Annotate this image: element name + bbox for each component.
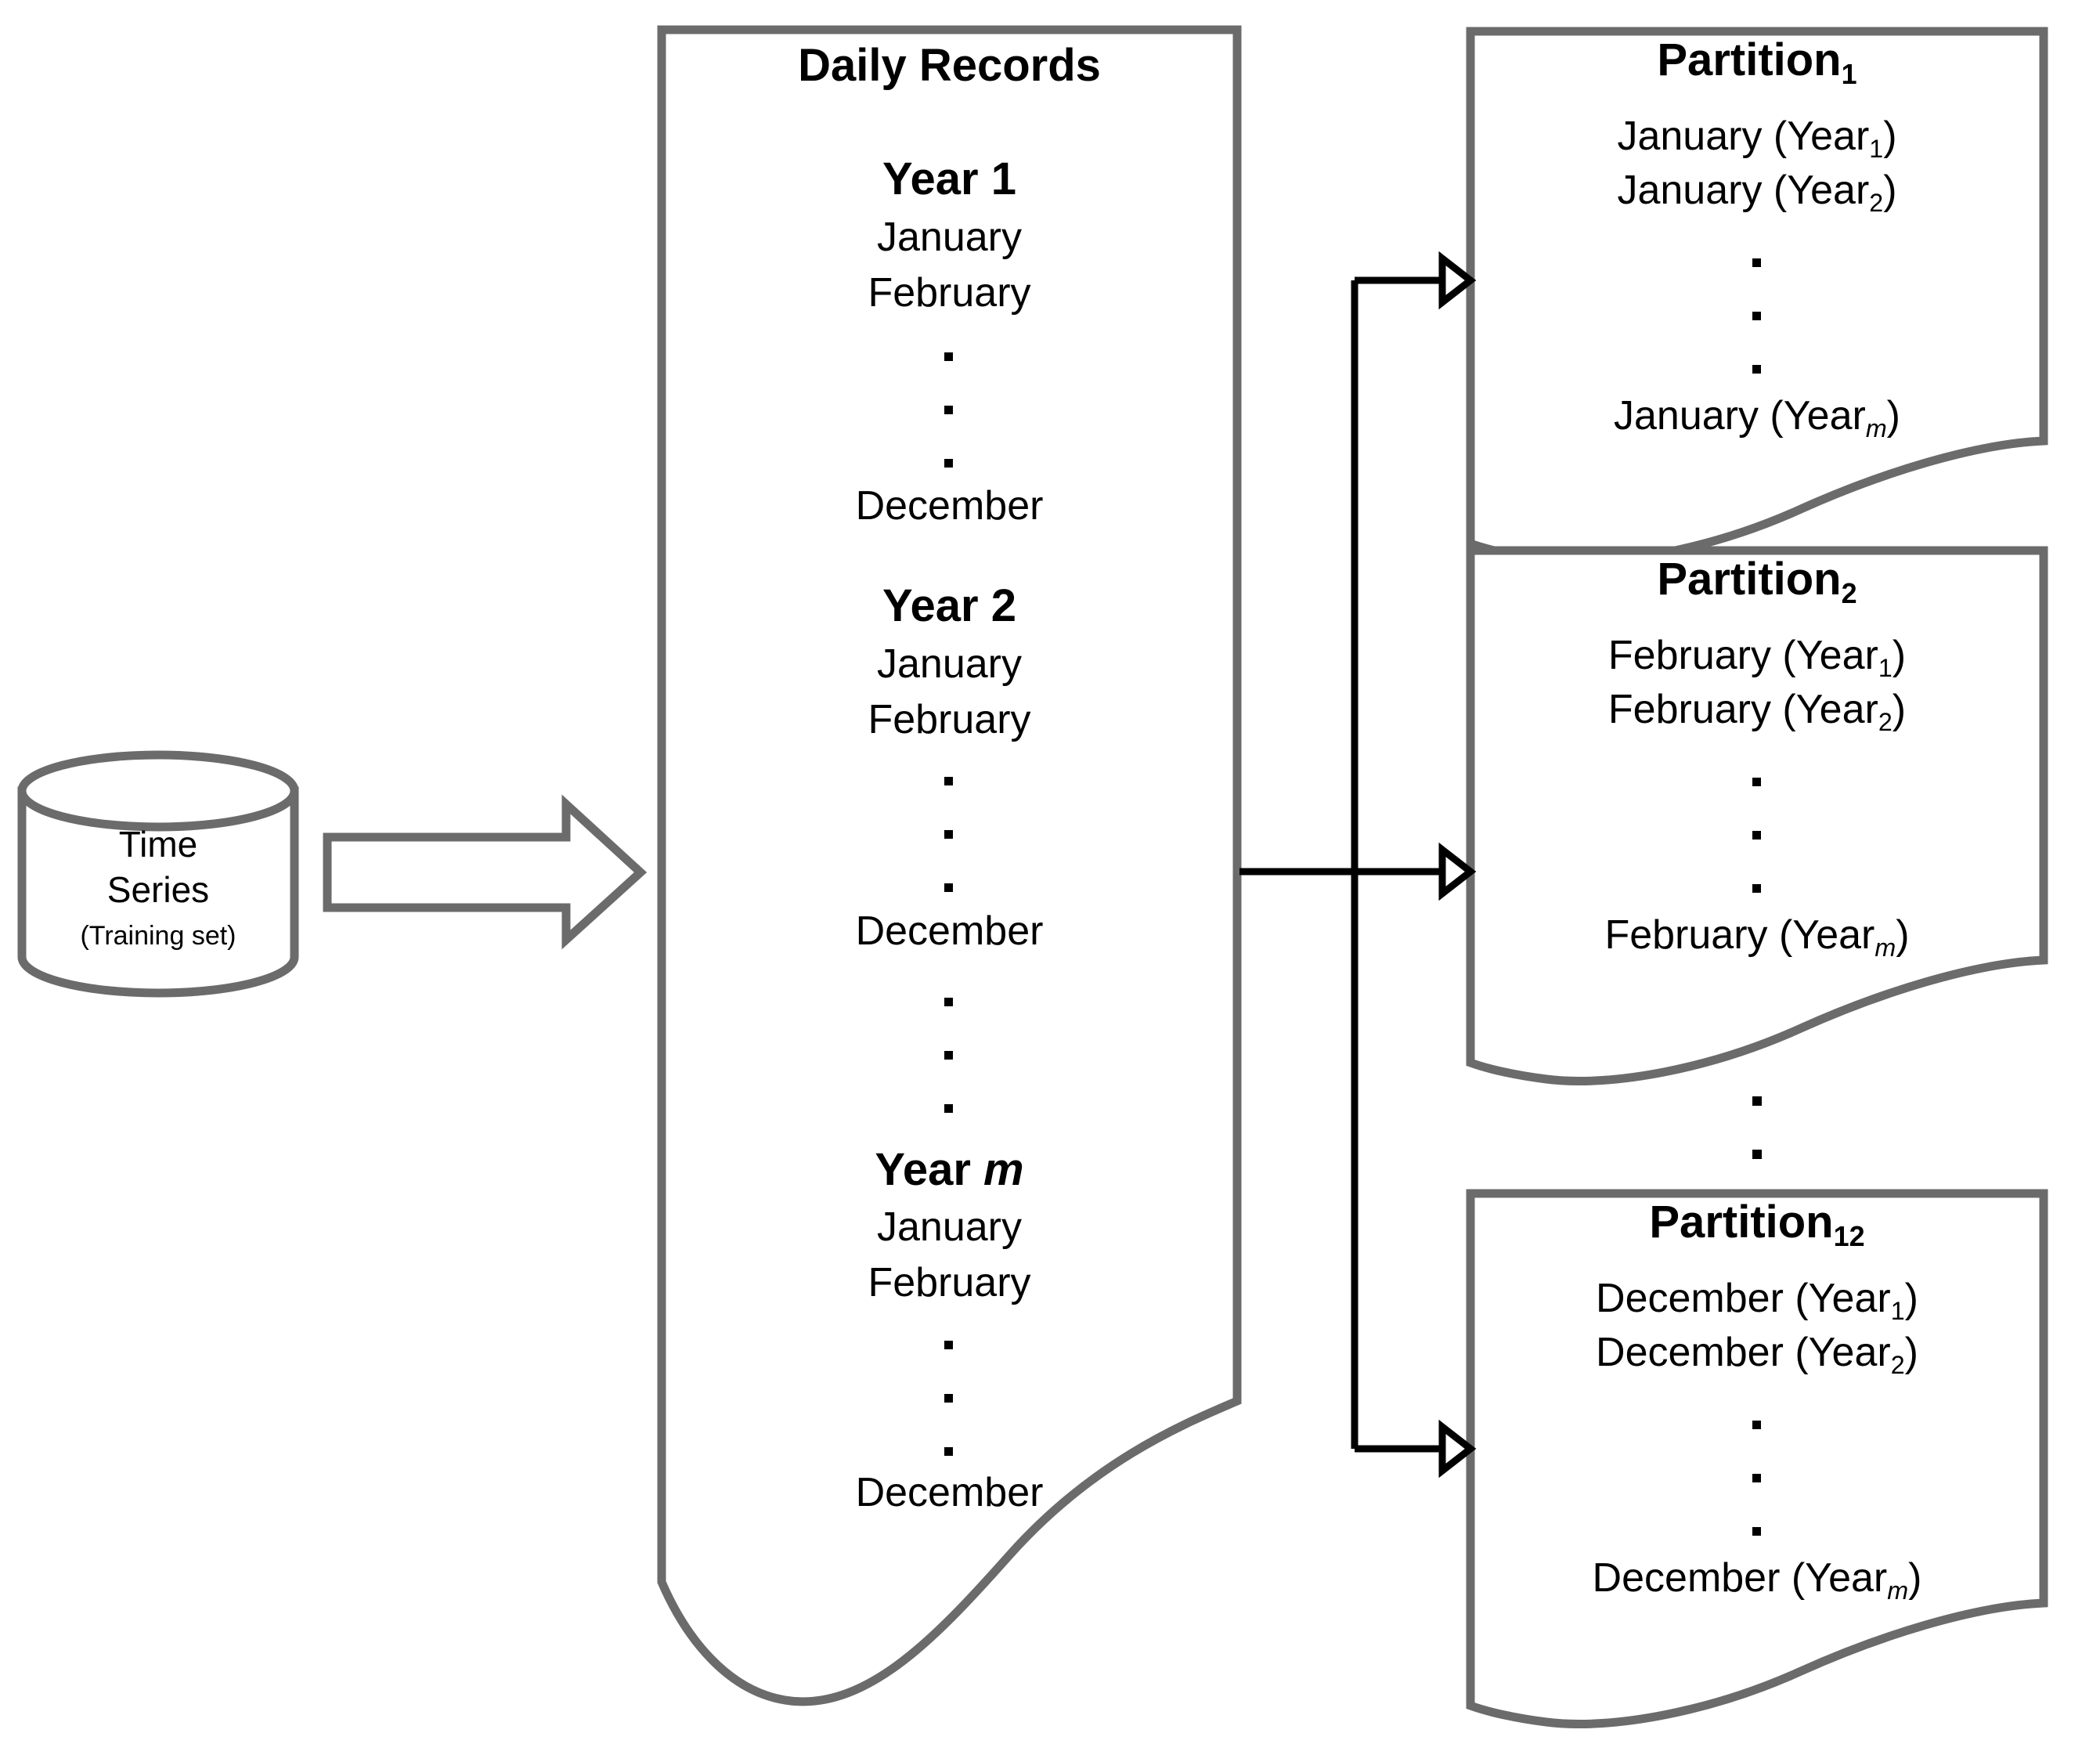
- partition-12-last-row: December (Yearm): [1592, 1555, 1922, 1605]
- daily-records-year-m-ellipsis: [944, 1341, 955, 1466]
- daily-records-year-2-ellipsis: [944, 777, 955, 902]
- daily-records-year-2-label: Year 2: [882, 580, 1016, 631]
- partition-1-row-1: January (Year2): [1617, 168, 1897, 217]
- time-series-cylinder: [17, 750, 299, 998]
- daily-records-year-1-month-0: January: [877, 215, 1022, 260]
- partition-12-row-1: December (Year2): [1596, 1330, 1918, 1379]
- daily-records-year-2-last-month: December: [855, 908, 1044, 954]
- partition-1-title: Partition1: [1657, 34, 1857, 90]
- arrowheads: [1438, 251, 1477, 1479]
- daily-records-year-1-ellipsis: [944, 352, 955, 478]
- partition-2-row-0: February (Year1): [1607, 633, 1907, 682]
- partition-12-row-0: December (Year1): [1596, 1276, 1918, 1325]
- arrowhead-partition-1: [1438, 251, 1477, 310]
- daily-records-year-2-month-1: February: [868, 697, 1031, 742]
- block-arrow: [323, 794, 648, 950]
- daily-records-year-m-month-1: February: [868, 1260, 1031, 1305]
- partition-2-last-row: February (Yearm): [1604, 912, 1910, 962]
- daily-records-year-2-month-0: January: [877, 641, 1022, 687]
- partition-2-ellipsis: [1752, 778, 1763, 903]
- cylinder-label-line2: Series: [106, 869, 210, 910]
- daily-records-title: Daily Records: [798, 40, 1101, 91]
- partition-12-ellipsis: [1752, 1421, 1763, 1546]
- partitions-vertical-ellipsis: [1752, 1096, 1762, 1159]
- partition-connector: [1239, 276, 1447, 1453]
- partition-2-row-1: February (Year2): [1607, 687, 1907, 736]
- partition-1-ellipsis: [1752, 258, 1763, 384]
- partition-2-shape: [1466, 546, 2048, 1085]
- daily-records-year-m-last-month: December: [855, 1470, 1044, 1515]
- daily-records-shape: [657, 25, 1242, 1706]
- daily-records-year-m-label: Year m: [875, 1144, 1024, 1195]
- partition-12-title: Partition12: [1649, 1197, 1865, 1252]
- daily-records-year-m-month-0: January: [877, 1204, 1022, 1250]
- partition-1-last-row: January (Yearm): [1613, 393, 1900, 442]
- daily-records-year-1-month-1: February: [868, 270, 1031, 316]
- arrowhead-partition-12: [1438, 1419, 1477, 1479]
- arrowhead-partition-2: [1438, 842, 1477, 901]
- daily-records-year-1-last-month: December: [855, 483, 1044, 529]
- cylinder-label-line3: (Training set): [80, 921, 236, 951]
- cylinder-label-line1: Time: [118, 824, 198, 865]
- partition-2-title: Partition2: [1657, 554, 1857, 609]
- partition-12-shape: [1466, 1189, 2048, 1728]
- daily-records-group-gap-ellipsis: [944, 998, 955, 1123]
- daily-records-year-1-label: Year 1: [882, 153, 1016, 204]
- partition-1-row-0: January (Year1): [1617, 114, 1897, 163]
